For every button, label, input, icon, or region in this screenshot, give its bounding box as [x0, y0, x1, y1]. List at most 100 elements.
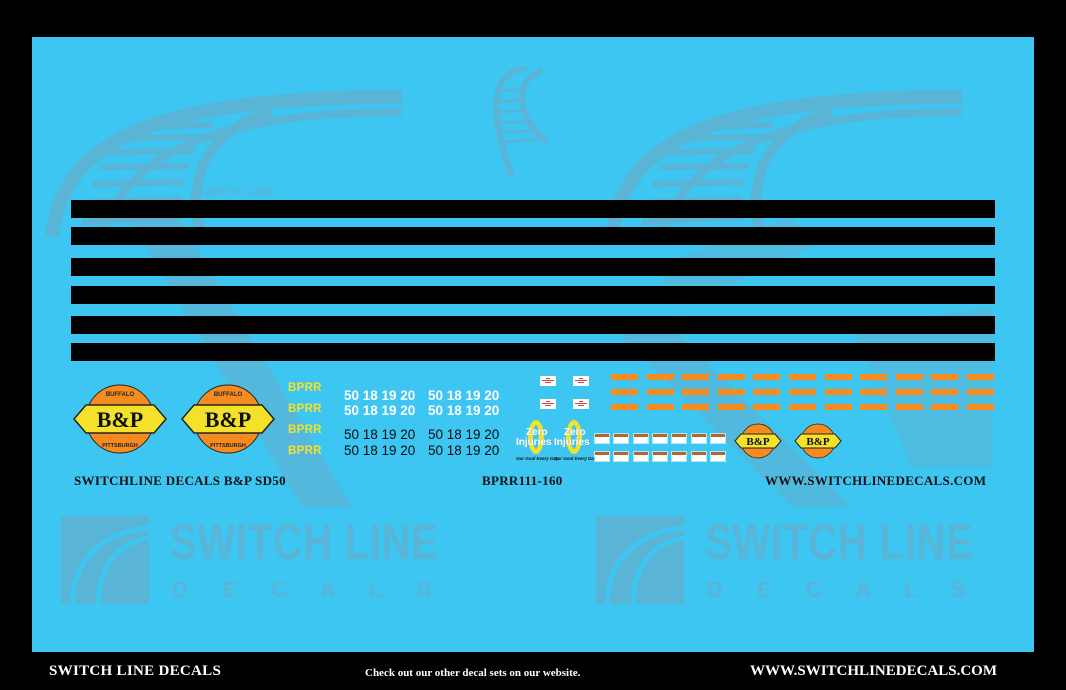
black-stripe-3 [71, 258, 995, 276]
number-board-tag [691, 452, 706, 461]
orange-bar-decal [753, 374, 781, 380]
number-decal-white: 50 18 19 20 [428, 403, 500, 418]
number-decal-white: 50 18 19 20 [344, 403, 416, 418]
number-board-tag [710, 452, 725, 461]
orange-bar-decal [789, 374, 816, 380]
orange-bar-decal [931, 374, 959, 380]
number-board-tag [614, 434, 629, 443]
orange-bar-decal [717, 374, 745, 380]
orange-bar-decal [967, 374, 994, 380]
number-board-tag [710, 434, 725, 443]
orange-bar-decal [860, 389, 888, 395]
number-decal-black: 50 18 19 20 [344, 427, 416, 442]
orange-bar-decal [895, 389, 923, 395]
number-decal-black: 50 18 19 20 [428, 443, 500, 458]
orange-bar-decal [682, 404, 710, 410]
footer-brand: SWITCH LINE DECALS [49, 663, 222, 679]
zero-injuries-logo: Zero Injuries Our Goal Every Day [554, 420, 602, 466]
number-board-tag [672, 452, 687, 461]
bp-logo-large-1: B&P BUFFALO PITTSBURGH [72, 381, 168, 462]
black-stripe-1 [71, 200, 995, 218]
svg-text:PITTSBURGH: PITTSBURGH [102, 443, 138, 449]
zero-digit [528, 420, 544, 454]
orange-bar-decal [717, 389, 745, 395]
svg-text:B&P: B&P [746, 436, 770, 448]
orange-bar-decal [753, 404, 781, 410]
orange-bar-decal [931, 404, 959, 410]
small-brand-watermark: SWITCH LINE [197, 185, 275, 199]
footer-website[interactable]: WWW.SWITCHLINEDECALS.COM [750, 663, 997, 679]
black-stripe-5 [71, 316, 995, 334]
track-watermark-center [487, 67, 557, 187]
set-name-label: SWITCHLINE DECALS B&P SD50 [74, 473, 286, 488]
black-stripe-2 [71, 227, 995, 245]
orange-bar-decal [895, 374, 923, 380]
number-board-tag [614, 452, 629, 461]
orange-bar-decal [646, 374, 674, 380]
orange-bar-decal [611, 374, 638, 380]
number-board-tag [595, 434, 609, 443]
footer-message: Check out our other decal sets on our we… [365, 667, 581, 679]
orange-bar-decal [646, 389, 674, 395]
orange-bar-decal [824, 374, 852, 380]
bprr-mark: BPRR [288, 403, 322, 415]
svg-text:B&P: B&P [97, 407, 143, 432]
svg-text:BUFFALO: BUFFALO [106, 392, 135, 398]
orange-bar-decal [682, 389, 710, 395]
bp-logo-small-1: B&P [733, 422, 783, 465]
brand-watermark-left-title: SWITCH LINE [170, 514, 439, 570]
orange-bar-decal [860, 374, 888, 380]
orange-bar-decal [717, 404, 745, 410]
bprr-mark: BPRR [288, 424, 322, 436]
zero-injuries-logo: Zero Injuries Our Goal Every Day [516, 420, 564, 466]
svg-text:PITTSBURGH: PITTSBURGH [210, 443, 246, 449]
orange-bar-decal [824, 389, 852, 395]
number-board-tag [652, 434, 667, 443]
warning-tag [540, 399, 556, 409]
orange-bar-decal [860, 404, 888, 410]
number-decal-black: 50 18 19 20 [344, 443, 416, 458]
bprr-mark: BPRR [288, 382, 322, 394]
number-board-tag [595, 452, 609, 461]
svg-text:BUFFALO: BUFFALO [214, 392, 243, 398]
orange-bar-decal [682, 374, 710, 380]
number-decal-white: 50 18 19 20 [428, 388, 500, 403]
number-board-tag [633, 452, 648, 461]
orange-bar-decal [611, 404, 638, 410]
orange-bar-decal [931, 389, 959, 395]
bprr-mark: BPRR [288, 445, 322, 457]
svg-text:B&P: B&P [806, 436, 830, 448]
orange-bar-decal [611, 389, 638, 395]
brand-watermark-left-sub: D E C A L S [172, 577, 445, 602]
orange-bar-decal [646, 404, 674, 410]
svg-text:B&P: B&P [205, 407, 251, 432]
decal-sheet: SWITCH LINE SWITCH LINE D E C A L S SWIT… [32, 37, 1034, 652]
brand-watermark-right-icon [596, 516, 706, 621]
orange-bar-decal [895, 404, 923, 410]
warning-tag [573, 376, 589, 386]
orange-bar-decal [967, 389, 994, 395]
orange-bar-decal [824, 404, 852, 410]
website-label: WWW.SWITCHLINEDECALS.COM [765, 473, 987, 488]
brand-watermark-right-sub: D E C A L S [707, 577, 980, 602]
number-decal-white: 50 18 19 20 [344, 388, 416, 403]
number-range-label: BPRR111-160 [482, 473, 563, 488]
number-board-tag [672, 434, 687, 443]
number-board-tag [652, 452, 667, 461]
orange-bar-decal [967, 404, 994, 410]
bp-logo-large-2: B&P BUFFALO PITTSBURGH [180, 381, 276, 462]
black-stripe-6 [71, 343, 995, 361]
bp-logo-small-2: B&P [793, 422, 843, 465]
zero-digit [566, 420, 582, 454]
number-board-tag [633, 434, 648, 443]
number-decal-black: 50 18 19 20 [428, 427, 500, 442]
orange-bar-decal [789, 389, 816, 395]
orange-bar-decal [789, 404, 816, 410]
brand-watermark-left-icon [61, 516, 171, 621]
warning-tag [540, 376, 556, 386]
number-board-tag [691, 434, 706, 443]
black-stripe-4 [71, 286, 995, 304]
warning-tag [573, 399, 589, 409]
brand-watermark-right-title: SWITCH LINE [705, 514, 974, 570]
orange-bar-decal [753, 389, 781, 395]
